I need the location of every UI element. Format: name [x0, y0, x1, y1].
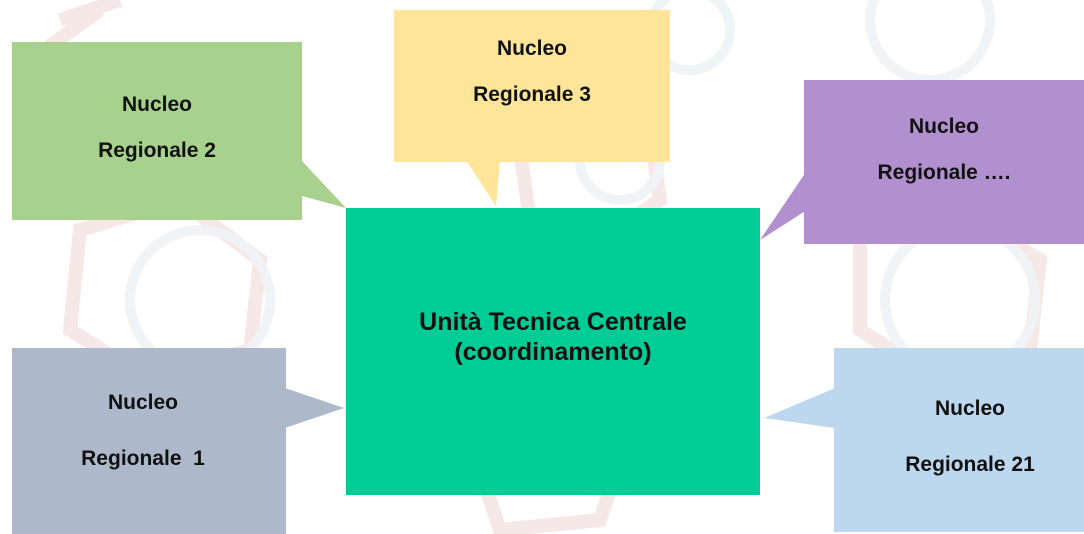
nucleo-2-line1: Nucleo [121, 93, 192, 116]
nucleo-2-line2: Regionale 2 [98, 139, 216, 162]
central-unit-box: Unità Tecnica Centrale (coordinamento) [346, 208, 760, 495]
nucleo-dots-line2: Regionale …. [877, 161, 1011, 184]
pointer-nucleo-21 [764, 388, 835, 428]
nucleo-3-line2: Regionale 3 [473, 83, 591, 106]
pointer-nucleo-3 [466, 160, 500, 206]
central-unit-title: Unità Tecnica Centrale [419, 307, 687, 336]
pointer-nucleo-2 [288, 146, 346, 208]
nucleo-21-line1: Nucleo [934, 397, 1005, 420]
nucleo-regionale-3-box: Nucleo Regionale 3 [394, 10, 670, 162]
nucleo-regionale-dots-box: Nucleo Regionale …. [804, 80, 1084, 244]
nucleo-regionale-2-box: Nucleo Regionale 2 [12, 42, 302, 220]
nucleo-regionale-21-box: Nucleo Regionale 21 [834, 348, 1084, 532]
pointer-nucleo-dots [760, 166, 810, 240]
pointer-nucleo-1 [285, 388, 344, 428]
nucleo-1-line2: Regionale 1 [81, 447, 205, 470]
nucleo-1-line1: Nucleo [107, 391, 178, 414]
nucleo-3-line1: Nucleo [496, 37, 567, 60]
nucleo-21-line2: Regionale 21 [905, 453, 1035, 476]
central-unit-subtitle: (coordinamento) [454, 337, 652, 366]
nucleo-dots-line1: Nucleo [908, 115, 979, 138]
nucleo-regionale-1-box: Nucleo Regionale 1 [12, 348, 286, 534]
